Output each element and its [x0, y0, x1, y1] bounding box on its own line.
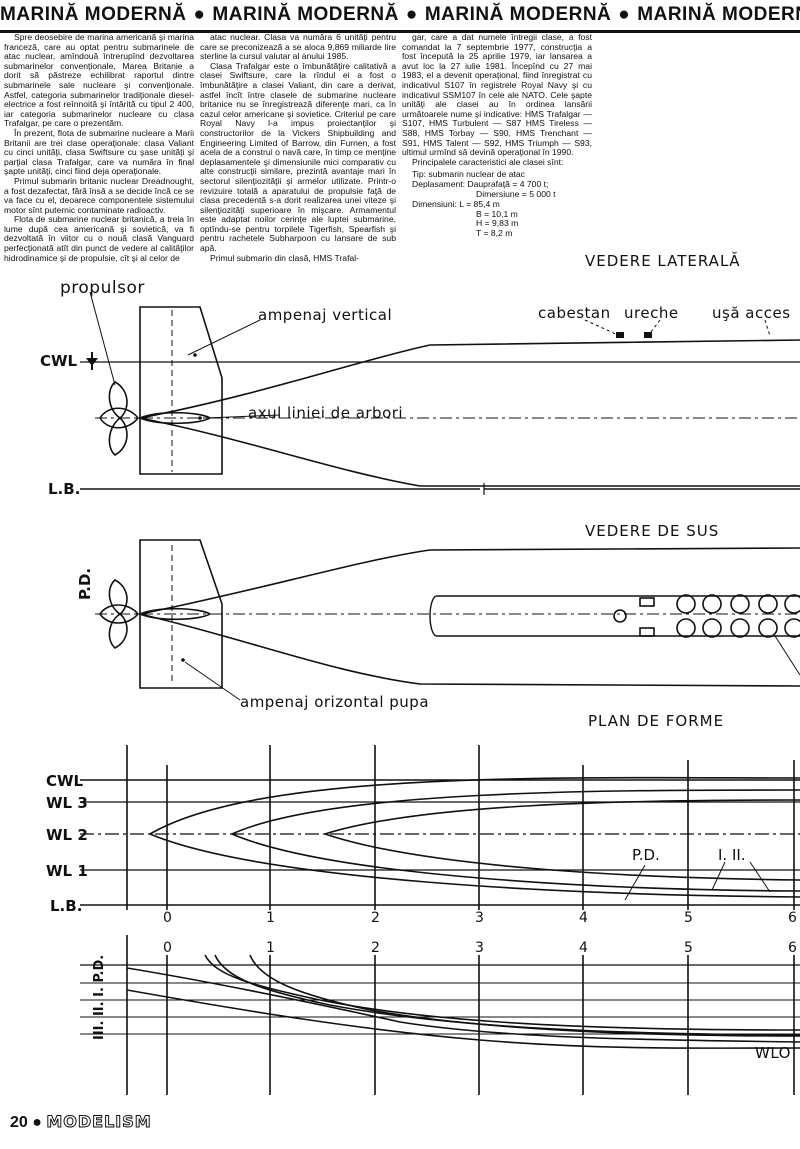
buttocks-label: III. II. I. P.D. [92, 954, 107, 1040]
spec-item: Deplasament: Dauprafaţă = 4 700 t; [412, 179, 549, 190]
station-label: 0 [163, 910, 172, 926]
shaft-axis-label: axul liniei de arbori [248, 404, 404, 422]
banner-item: MARINĂ MODERNĂ [637, 4, 800, 25]
waterline-label: WL 2 [46, 826, 88, 844]
page-footer: 20 ● MODELISM [10, 1112, 152, 1132]
bullet-icon: ● [32, 1114, 42, 1131]
paragraph: Principalele caracteristici ale clasei s… [412, 156, 564, 167]
station-label: 2 [371, 910, 380, 926]
paragraph: Primul submarin din clasă, HMS Trafal- [210, 252, 360, 263]
vertical-fin [139, 306, 223, 475]
section-banner: MARINĂ MODERNĂ ● MARINĂ MODERNĂ ● MARINĂ MOD… [0, 0, 800, 33]
station-label: 3 [475, 940, 484, 956]
paragraph: gar, care a dat numele întregii clase, a… [402, 32, 592, 158]
cabestan-label: cabestan [538, 304, 611, 322]
station-label: 1 [266, 940, 275, 956]
station-label: 1 [266, 910, 275, 926]
cwl-label: CWL [40, 352, 78, 370]
station-label: 5 [684, 940, 693, 956]
station-label: 6 [788, 940, 797, 956]
paragraph: În prezent, flota de submarine nucleare … [4, 127, 194, 177]
waterline-label: WL 3 [46, 794, 88, 812]
banner-item: MARINĂ MODERNĂ [424, 4, 612, 25]
waterline-label: L.B. [50, 897, 83, 915]
ureche-icon [644, 332, 652, 338]
paragraph: Spre deosebire de marina americană şi ma… [4, 32, 194, 129]
magazine-logo: MODELISM [46, 1112, 152, 1132]
banner-item: MARINĂ MODERNĂ [212, 4, 399, 25]
pd-label: P.D. [632, 846, 660, 864]
waterline-label: WL 1 [46, 862, 88, 880]
paragraph: Clasa Trafalgar este o îmbunătăţire cali… [200, 60, 396, 254]
bullet-icon: ● [193, 4, 206, 25]
pd-side-label: P.D. [76, 567, 94, 600]
hull-top-line [139, 339, 800, 419]
paragraph: Flota de submarine nuclear britanică, a … [4, 214, 194, 263]
specs-list: Tip: submarin nuclear de atac Deplasamen… [402, 170, 592, 239]
cabestan-icon [616, 332, 624, 338]
propulsor-label: propulsor [60, 278, 145, 298]
station-label: 3 [475, 910, 484, 926]
station-label: 2 [371, 940, 380, 956]
paragraph: atac nuclear. Clasa va număra 6 unităţi … [200, 32, 396, 62]
waterline-label: CWL [46, 772, 84, 790]
station-label: 0 [163, 940, 172, 956]
i-ii-label: I. II. [718, 846, 746, 864]
banner-item: MARINĂ MODERNĂ [0, 4, 187, 25]
spec-item: B = 10,1 m [476, 208, 518, 219]
access-door-label: uşă acces [712, 304, 791, 322]
station-label: 5 [684, 910, 693, 926]
horizontal-fin-label: ampenaj orizontal pupa [240, 693, 430, 711]
bullet-icon: ● [405, 4, 418, 25]
station-label: 4 [579, 940, 588, 956]
spec-item: Dimensiuni: L = 85,4 m [412, 198, 500, 209]
paragraph: Primul submarin britanic nuclear Dreadno… [4, 175, 194, 215]
ureche-label: ureche [624, 304, 679, 322]
spec-item: Dimersiune = 5 000 t [476, 188, 556, 199]
vertical-fin-label: ampenaj vertical [258, 306, 393, 324]
page-number: 20 [10, 1114, 28, 1131]
bullet-icon: ● [618, 4, 631, 25]
baseline-label: L.B. [48, 480, 81, 498]
spec-item: H = 9,83 m [476, 218, 519, 229]
side-view-title: VEDERE LATERALĂ [585, 252, 741, 270]
station-label: 6 [788, 910, 797, 926]
station-label: 4 [579, 910, 588, 926]
cwl-marker-icon [86, 358, 98, 366]
article-column-2: atac nuclear. Clasa va număra 6 unităţi … [200, 32, 396, 263]
lines-plan-title: PLAN DE FORME [588, 712, 725, 730]
top-view-title: VEDERE DE SUS [585, 522, 720, 540]
article-column-1: Spre deosebire de marina americană şi ma… [4, 32, 194, 263]
article-column-3: gar, care a dat numele întregii clase, a… [402, 32, 794, 239]
spec-item: T = 8,2 m [476, 228, 513, 239]
article: Spre deosebire de marina americană şi ma… [0, 32, 800, 283]
wlo-label: WLO [755, 1044, 791, 1062]
spec-item: Tip: submarin nuclear de atac [412, 169, 525, 180]
